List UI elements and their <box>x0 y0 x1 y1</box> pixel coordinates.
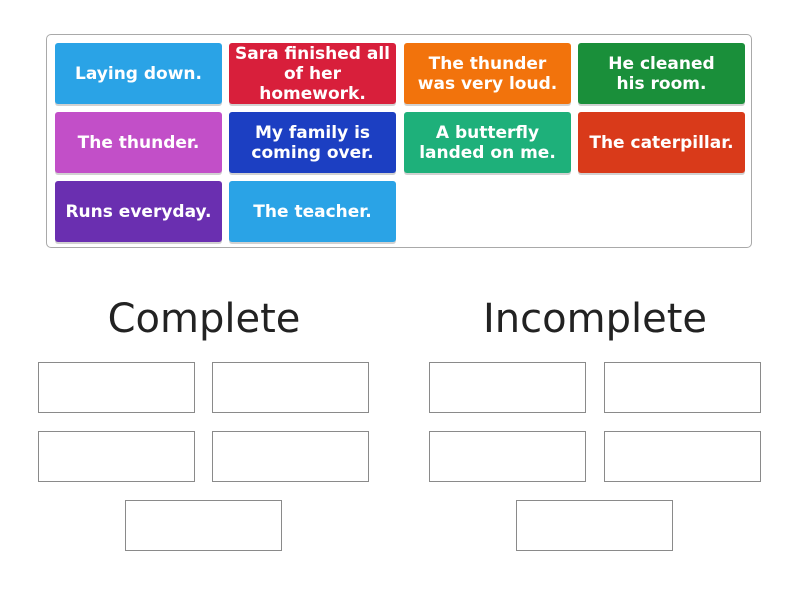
card-sara-finished-homework[interactable]: Sara finished all of her homework. <box>229 43 396 104</box>
drop-slot-complete-5[interactable] <box>125 500 282 551</box>
card-he-cleaned-room[interactable]: He cleaned his room. <box>578 43 745 104</box>
card-butterfly-landed[interactable]: A butterfly landed on me. <box>404 112 571 173</box>
card-the-teacher[interactable]: The teacher. <box>229 181 396 242</box>
card-family-coming-over[interactable]: My family is coming over. <box>229 112 396 173</box>
drop-slot-incomplete-2[interactable] <box>604 362 761 413</box>
group-title-complete: Complete <box>107 296 301 342</box>
card-the-caterpillar[interactable]: The caterpillar. <box>578 112 745 173</box>
drop-slot-incomplete-1[interactable] <box>429 362 586 413</box>
card-the-thunder[interactable]: The thunder. <box>55 112 222 173</box>
group-title-incomplete: Incomplete <box>483 296 707 342</box>
card-bank: Laying down. Sara finished all of her ho… <box>46 34 752 248</box>
drop-slot-complete-4[interactable] <box>212 431 369 482</box>
card-runs-everyday[interactable]: Runs everyday. <box>55 181 222 242</box>
drop-slot-incomplete-3[interactable] <box>429 431 586 482</box>
drop-slot-complete-3[interactable] <box>38 431 195 482</box>
drop-slot-incomplete-5[interactable] <box>516 500 673 551</box>
card-thunder-was-loud[interactable]: The thunder was very loud. <box>404 43 571 104</box>
drop-slot-complete-1[interactable] <box>38 362 195 413</box>
drop-slot-complete-2[interactable] <box>212 362 369 413</box>
card-laying-down[interactable]: Laying down. <box>55 43 222 104</box>
drop-slot-incomplete-4[interactable] <box>604 431 761 482</box>
